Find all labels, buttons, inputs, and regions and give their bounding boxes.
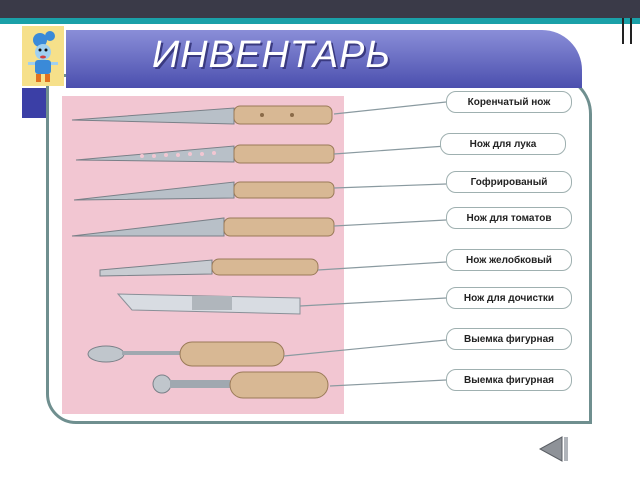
label-fluted-knife: Гофрированый — [446, 171, 572, 193]
melon-baller-image — [87, 341, 285, 367]
label-onion-knife: Нож для лука — [440, 133, 566, 155]
label-peeler: Нож для дочистки — [446, 287, 572, 309]
paring-knife-image — [71, 105, 333, 125]
channel-knife-image — [99, 258, 319, 277]
onion-knife-image — [75, 144, 335, 164]
corner-mark — [622, 18, 636, 48]
title-banner — [66, 30, 582, 88]
label-tomato-knife: Нож для томатов — [446, 207, 572, 229]
top-bar — [0, 0, 640, 18]
label-paring-knife: Коренчатый нож — [446, 91, 572, 113]
label-shaped-scoop: Выемка фигурная — [446, 369, 572, 391]
fluted-knife-image — [73, 181, 335, 201]
tomato-knife-image — [71, 217, 335, 237]
shaped-scoop-image — [152, 371, 329, 399]
accent-strip — [0, 18, 640, 24]
page-title: ИНВЕНТАРЬ — [152, 34, 392, 76]
tools-panel — [62, 96, 344, 414]
cartoon-character-logo — [22, 26, 64, 86]
back-arrow-icon[interactable] — [532, 434, 572, 464]
label-melon-baller: Выемка фигурная — [446, 328, 572, 350]
peeler-image — [116, 293, 301, 315]
label-channel-knife: Нож желобковый — [446, 249, 572, 271]
